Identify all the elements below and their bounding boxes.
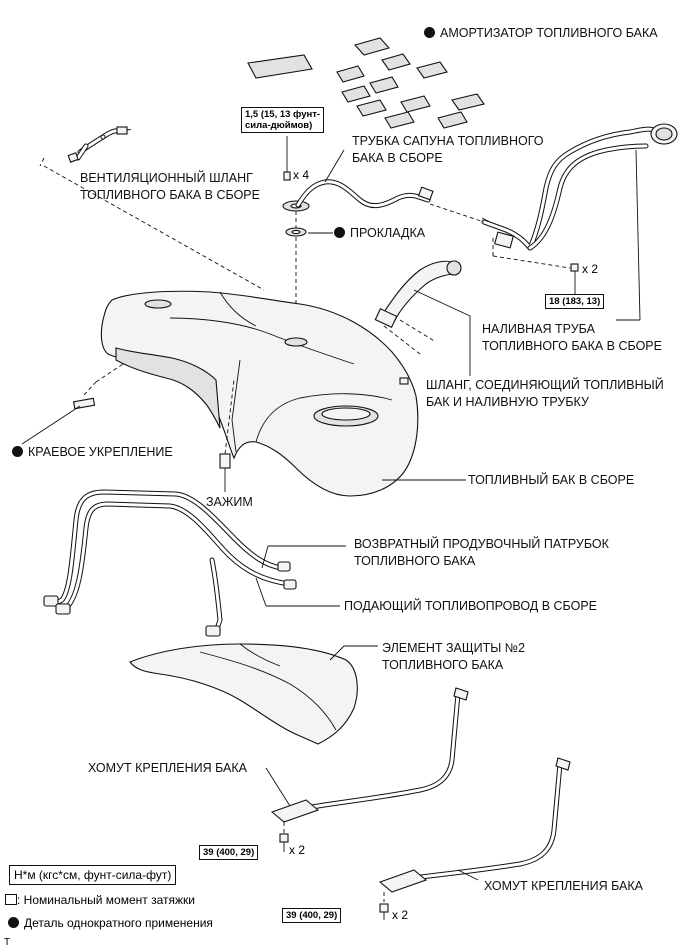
- torque-filler-bolt: 18 (183, 13): [545, 294, 605, 309]
- filler-bolt-drawing: [570, 263, 579, 294]
- label-clamp: ЗАЖИМ: [206, 495, 253, 509]
- label-breather-tube: ТРУБКА САПУНА ТОПЛИВНОГО БАКА В СБОРЕ: [352, 134, 544, 165]
- label-filler-pipe: НАЛИВНАЯ ТРУБА ТОПЛИВНОГО БАКА В СБОРЕ: [482, 322, 662, 353]
- label-main-tube: ПОДАЮЩИЙ ТОПЛИВОПРОВОД В СБОРЕ: [344, 599, 598, 613]
- torque-box-icon: [5, 894, 17, 905]
- mult-filler-bolt: x 2: [582, 262, 599, 276]
- label-gasket: ПРОКЛАДКА: [334, 225, 425, 242]
- nonreusable-dot-icon: [12, 446, 23, 457]
- mult-band-bolt-1: x 2: [289, 843, 306, 857]
- absorber-pads: [247, 37, 485, 129]
- torque-gauge-screw: 1,5 (15, 13 фунт- сила-дюймов): [241, 107, 325, 133]
- protector-drawing: [129, 643, 378, 745]
- mult-band-bolt-2: x 2: [392, 908, 409, 922]
- legend-torque-note: : Номинальный момент затяжки: [5, 893, 195, 907]
- bands-drawing: [265, 687, 571, 893]
- filler-pipe-drawing: [481, 123, 678, 321]
- label-band-2: ХОМУТ КРЕПЛЕНИЯ БАКА: [484, 879, 643, 893]
- breather-tube-drawing: [295, 149, 434, 209]
- mult-gauge-screw: x 4: [293, 168, 310, 182]
- torque-band-bolt-2: 39 (400, 29): [282, 908, 342, 923]
- label-return-tube: ВОЗВРАТНЫЙ ПРОДУВОЧНЫЙ ПАТРУБОК ТОПЛИВНО…: [354, 537, 609, 568]
- nonreusable-dot-icon: [8, 917, 19, 928]
- label-filler-hose: ШЛАНГ, СОЕДИНЯЮЩИЙ ТОПЛИВНЫЙ БАК И НАЛИВ…: [426, 378, 664, 409]
- label-absorber: АМОРТИЗАТОР ТОПЛИВНОГО БАКА: [424, 25, 658, 42]
- label-edge-clip: КРАЕВОЕ УКРЕПЛЕНИЕ: [12, 444, 173, 461]
- fuel-tank-drawing: [100, 290, 466, 497]
- corner-mark: T: [4, 937, 11, 948]
- legend-nonreusable-note: Деталь однократного применения: [8, 916, 213, 930]
- nonreusable-dot-icon: [424, 27, 435, 38]
- label-band-1: ХОМУТ КРЕПЛЕНИЯ БАКА: [88, 761, 247, 775]
- torque-band-bolt-1: 39 (400, 29): [199, 845, 259, 860]
- legend-units: Н*м (кгс*см, фунт-сила-фут): [9, 865, 177, 885]
- vent-hose-drawing: [67, 126, 135, 163]
- nonreusable-dot-icon: [334, 227, 345, 238]
- filler-hose-drawing: [374, 260, 471, 376]
- fuel-tubes-drawing: [43, 489, 346, 637]
- edge-clip-clamp-drawing: [21, 379, 235, 492]
- label-protector: ЭЛЕМЕНТ ЗАЩИТЫ №2 ТОПЛИВНОГО БАКА: [382, 641, 526, 672]
- label-tank: ТОПЛИВНЫЙ БАК В СБОРЕ: [468, 473, 635, 487]
- label-vent-hose: ВЕНТИЛЯЦИОННЫЙ ШЛАНГ ТОПЛИВНОГО БАКА В С…: [80, 171, 260, 202]
- band-bolts-drawing: [279, 822, 389, 920]
